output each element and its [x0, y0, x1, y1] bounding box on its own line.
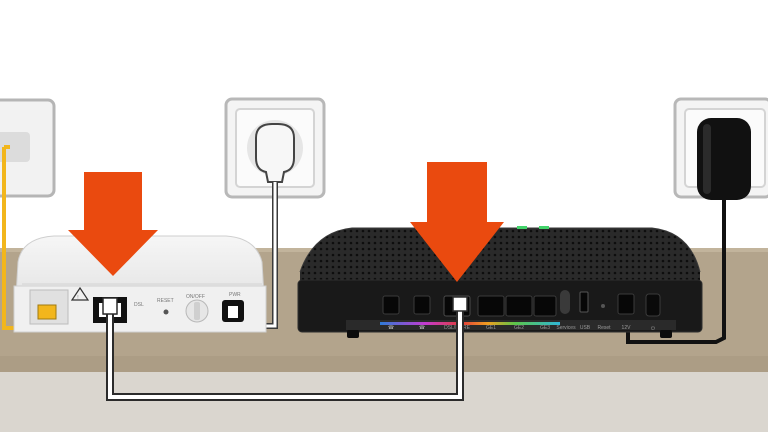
phone-icon: ☎ [388, 325, 394, 331]
router-top-led-2 [539, 226, 549, 229]
router-usb-port [579, 291, 589, 313]
modem-dsl-plug [102, 297, 118, 315]
white-modem: ! DSL RESET ON/OFF PWR [13, 235, 267, 333]
modem-power-switch [194, 302, 200, 320]
svg-text:!: ! [77, 295, 78, 301]
black-router: ☎ ☎ DSL/FIBRE GE1 GE2 GE3 Services USB R… [297, 226, 703, 338]
usb-icon: USB [580, 325, 591, 331]
modem-power-wall-socket [224, 97, 326, 199]
router-port-arrow [410, 162, 504, 282]
router-dc-port [617, 293, 635, 315]
phone-icon-2: ☎ [419, 325, 425, 331]
modem-label-reset: RESET [157, 298, 174, 304]
modem-label-pwr: PWR [229, 292, 241, 298]
router-status-light-strip [380, 322, 560, 325]
router-power-button [645, 293, 661, 317]
modem-port-arrow [68, 172, 158, 276]
router-label-ge2: GE2 [514, 325, 524, 331]
router-phone-port-1 [382, 295, 400, 315]
router-ge3-port [533, 295, 557, 317]
router-label-ge1: GE1 [486, 325, 496, 331]
router-ge1-port [477, 295, 505, 317]
dsl-cable [108, 306, 462, 399]
router-label-services: Services [556, 325, 576, 331]
modem-reset-button [163, 309, 169, 315]
router-foot-right [660, 330, 672, 338]
modem-label-dsl: DSL [134, 302, 144, 308]
phone-wall-socket [0, 98, 56, 198]
router-power-wall-socket [673, 97, 768, 200]
router-top-led-1 [517, 226, 527, 229]
router-foot-left [347, 330, 359, 338]
router-label-dc: 12V [622, 325, 632, 331]
router-phone-port-2 [413, 295, 431, 315]
power-icon: ⏻ [651, 326, 655, 332]
router-dsl-plug [452, 296, 468, 312]
warning-icon [70, 286, 90, 301]
router-power-cable [626, 198, 726, 344]
modem-label-onoff: ON/OFF [186, 294, 205, 300]
router-reset-button [601, 304, 605, 308]
router-label-reset: Reset [597, 325, 611, 331]
router-label-ge3: GE3 [540, 325, 550, 331]
router-ge2-port [505, 295, 533, 317]
router-services-button [560, 290, 570, 314]
